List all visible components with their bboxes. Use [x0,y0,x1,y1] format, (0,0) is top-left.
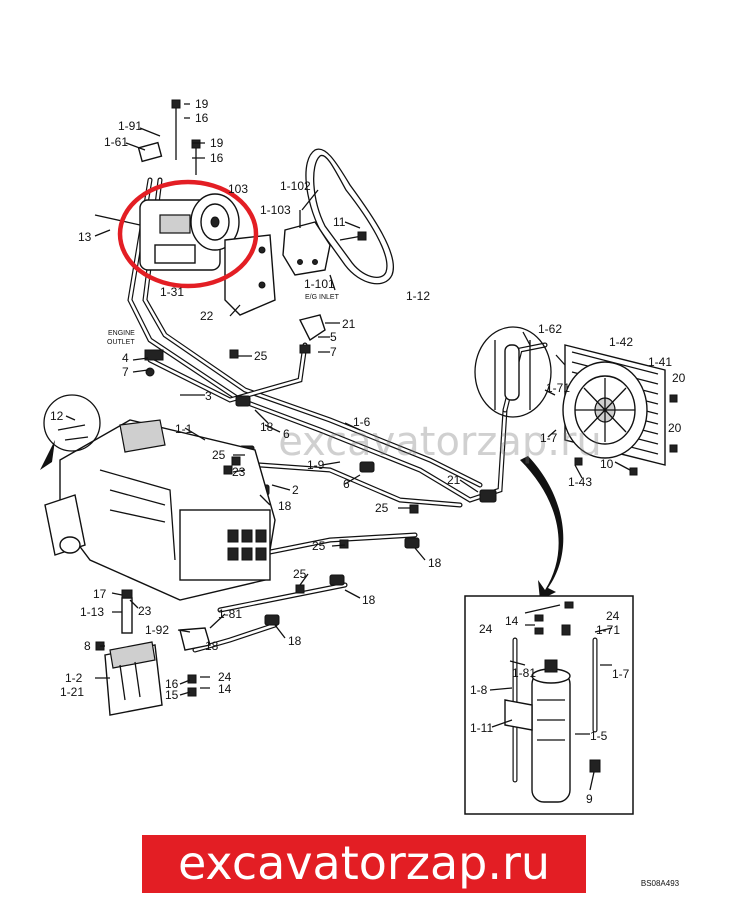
part-labels: 19 16 1-91 1-61 19 16 103 1-102 1-103 11… [50,97,686,806]
part-label: 25 [254,349,268,363]
part-label: 1-81 [218,607,242,621]
part-label: 20 [668,421,682,435]
part-label: 1-5 [590,729,608,743]
brand-banner[interactable]: excavatorzap.ru [142,835,586,893]
part-label: 1-41 [648,355,672,369]
part-label: 13 [78,230,92,244]
part-label: 16 [165,677,179,691]
part-label: 1-43 [568,475,592,489]
part-label: 25 [375,501,389,515]
part-label: 1-8 [470,683,488,697]
watermark-text: excavatorzap.ru [278,419,602,465]
part-label: 23 [232,465,246,479]
part-label: 16 [210,151,224,165]
part-label: 24 [218,670,232,684]
part-label: 18 [278,499,292,513]
part-label: 1-81 [512,666,536,680]
banner-background [142,835,586,893]
part-label: 1-91 [118,119,142,133]
callout-arrow [520,456,564,600]
small-fittings-lower [121,456,419,697]
part-label: 1-7 [612,667,630,681]
drive-belt [305,148,394,285]
part-label: 11 [333,215,346,229]
part-label: 21 [447,473,461,487]
part-label: 1-21 [60,685,84,699]
part-label: 10 [600,457,614,471]
drawing-code: BS08A493 [641,879,680,888]
part-label: 5 [330,330,337,344]
part-label: 1-71 [596,623,620,637]
part-label: 18 [205,639,219,653]
part-label: 7 [122,365,129,379]
part-label: 22 [200,309,214,323]
part-label: 16 [195,111,209,125]
part-label: 1-6 [353,415,371,429]
part-label: 1-92 [145,623,169,637]
inset-detail [464,595,634,815]
part-label: 15 [165,688,179,702]
part-label: 25 [212,448,226,462]
part-label: 19 [195,97,209,111]
part-label: 14 [218,682,232,696]
part-label: 17 [93,587,107,601]
control-panel[interactable] [95,641,163,716]
part-label: 1-13 [80,605,104,619]
part-label: ENGINE [108,330,135,337]
part-label: 1-11 [470,721,493,735]
part-label: 8 [84,639,91,653]
part-label: 1-9 [307,458,325,472]
receiver-drier-detail [531,671,571,803]
compressor-bolts [94,99,201,226]
highlight-ellipse [117,179,259,289]
belt-tensioner[interactable] [282,221,367,276]
receiver-callout [474,326,552,418]
part-label: 6 [343,477,350,491]
leader-lines [65,103,631,696]
part-label: 4 [122,351,129,365]
part-label: 1-7 [540,431,558,445]
engine-fittings [144,314,326,377]
part-label: 18 [362,593,376,607]
part-label: E/G INLET [305,294,340,301]
banner-text: excavatorzap.ru [178,836,550,890]
detail-callout-12 [40,394,101,470]
part-label: 19 [210,136,224,150]
part-label: 18 [288,634,302,648]
part-label: 21 [342,317,356,331]
part-label: 9 [586,792,593,806]
part-label: OUTLET [107,339,135,346]
part-label: 1-71 [546,381,570,395]
part-label: 1-42 [609,335,633,349]
part-label: 23 [138,604,152,618]
part-label: 18 [260,420,274,434]
part-label: 1-103 [260,203,291,217]
part-label: 1-31 [160,285,184,299]
part-label: 6 [283,427,290,441]
part-label: 1-61 [104,135,128,149]
part-label: 1-62 [538,322,562,336]
part-label: 2 [292,483,299,497]
compressor[interactable] [139,193,276,316]
part-label: 14 [505,614,519,628]
part-label: 24 [606,609,620,623]
part-label: 103 [228,182,248,196]
part-label: 1-102 [280,179,311,193]
part-label: 18 [428,556,442,570]
hvac-unit[interactable] [44,419,276,601]
condenser-fan[interactable] [562,344,678,476]
part-label: 1-101 [304,277,335,291]
part-label: 20 [672,371,686,385]
part-label: 3 [205,389,212,403]
part-label: 25 [312,539,326,553]
part-label: 24 [479,622,493,636]
part-label: 7 [330,345,337,359]
part-label: 1-12 [406,289,430,303]
part-label: 12 [50,409,64,423]
part-label: 1-1 [175,422,193,436]
part-label: 1-2 [65,671,83,685]
part-label: 25 [293,567,307,581]
